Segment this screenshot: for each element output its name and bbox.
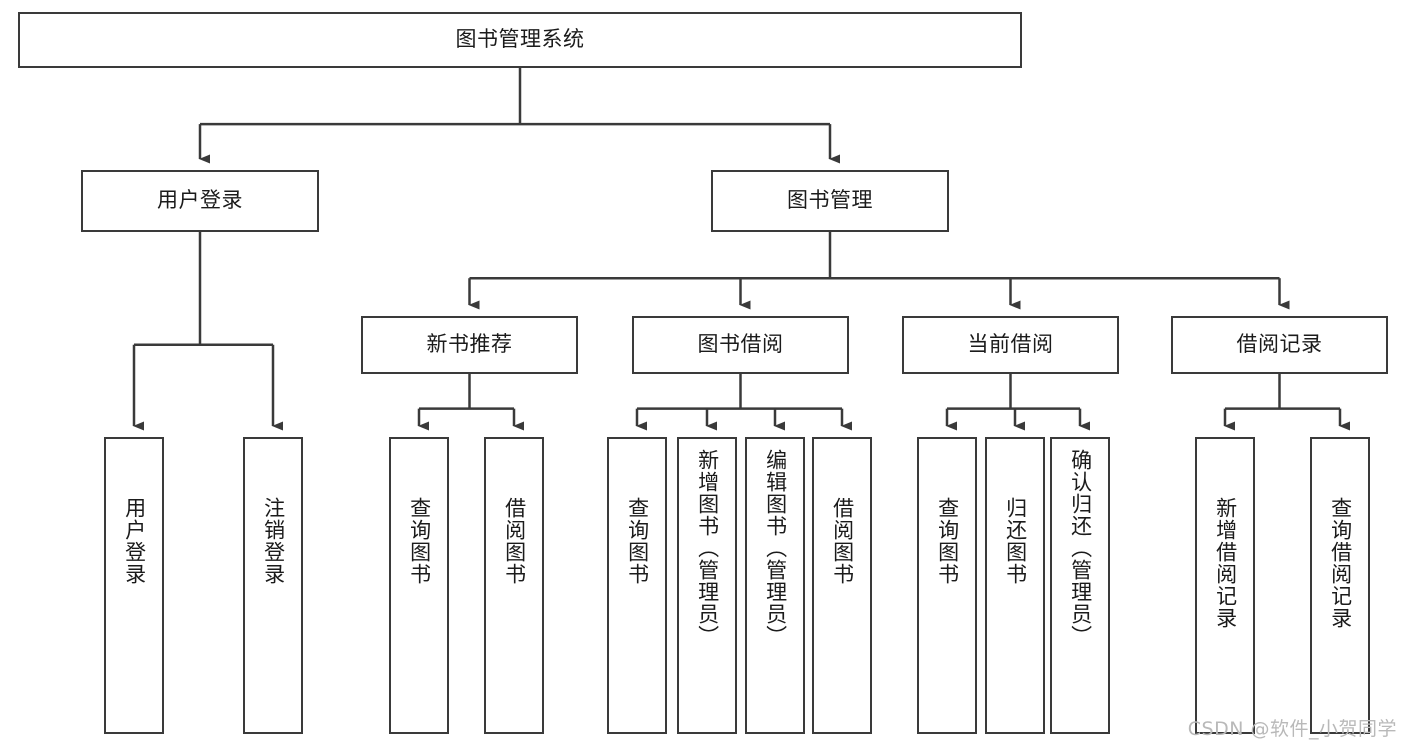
node-label: 确认归还（管理员） xyxy=(1068,449,1093,647)
node-label: 图书借阅 xyxy=(697,332,784,357)
leaf-node-leaf-logout-login[interactable]: 注销登录 xyxy=(243,437,303,734)
leaf-node-leaf-borrow-book-1[interactable]: 借阅图书 xyxy=(484,437,544,734)
node-new-book-recommend[interactable]: 新书推荐 xyxy=(361,316,578,374)
node-label: 新书推荐 xyxy=(426,332,513,357)
node-label: 注销登录 xyxy=(261,497,286,585)
leaf-node-leaf-edit-book-admin[interactable]: 编辑图书（管理员） xyxy=(745,437,805,734)
watermark: CSDN @软件_小贺同学 xyxy=(1187,718,1397,740)
node-current-borrow[interactable]: 当前借阅 xyxy=(902,316,1119,374)
node-label: 查询图书 xyxy=(625,497,650,585)
node-book-management[interactable]: 图书管理 xyxy=(711,170,949,232)
node-label: 归还图书 xyxy=(1003,497,1028,585)
leaf-node-leaf-query-book-3[interactable]: 查询图书 xyxy=(917,437,977,734)
leaf-node-leaf-borrow-book-2[interactable]: 借阅图书 xyxy=(812,437,872,734)
node-book-borrow[interactable]: 图书借阅 xyxy=(632,316,849,374)
leaf-node-leaf-query-borrow-record[interactable]: 查询借阅记录 xyxy=(1310,437,1370,734)
leaf-node-leaf-query-book-2[interactable]: 查询图书 xyxy=(607,437,667,734)
node-label: 借阅图书 xyxy=(830,497,855,585)
node-label: 图书管理 xyxy=(787,188,873,213)
leaf-node-leaf-add-book-admin[interactable]: 新增图书（管理员） xyxy=(677,437,737,734)
node-label: 编辑图书（管理员） xyxy=(763,449,788,647)
node-label: 用户登录 xyxy=(122,497,147,585)
node-label: 借阅记录 xyxy=(1236,332,1323,357)
node-label: 新增借阅记录 xyxy=(1213,497,1238,629)
leaf-node-leaf-add-borrow-record[interactable]: 新增借阅记录 xyxy=(1195,437,1255,734)
leaf-node-leaf-return-book[interactable]: 归还图书 xyxy=(985,437,1045,734)
node-label: 当前借阅 xyxy=(967,332,1054,357)
node-label: 图书管理系统 xyxy=(455,27,585,52)
node-label: 查询图书 xyxy=(407,497,432,585)
node-label: 新增图书（管理员） xyxy=(695,449,720,647)
leaf-node-leaf-user-login[interactable]: 用户登录 xyxy=(104,437,164,734)
root-node-root[interactable]: 图书管理系统 xyxy=(18,12,1022,68)
leaf-node-leaf-confirm-return-admin[interactable]: 确认归还（管理员） xyxy=(1050,437,1110,734)
node-label: 借阅图书 xyxy=(502,497,527,585)
node-label: 查询图书 xyxy=(935,497,960,585)
node-user-login[interactable]: 用户登录 xyxy=(81,170,319,232)
node-label: 查询借阅记录 xyxy=(1328,497,1353,629)
node-label: 用户登录 xyxy=(157,188,243,213)
node-borrow-record[interactable]: 借阅记录 xyxy=(1171,316,1388,374)
leaf-node-leaf-query-book-1[interactable]: 查询图书 xyxy=(389,437,449,734)
